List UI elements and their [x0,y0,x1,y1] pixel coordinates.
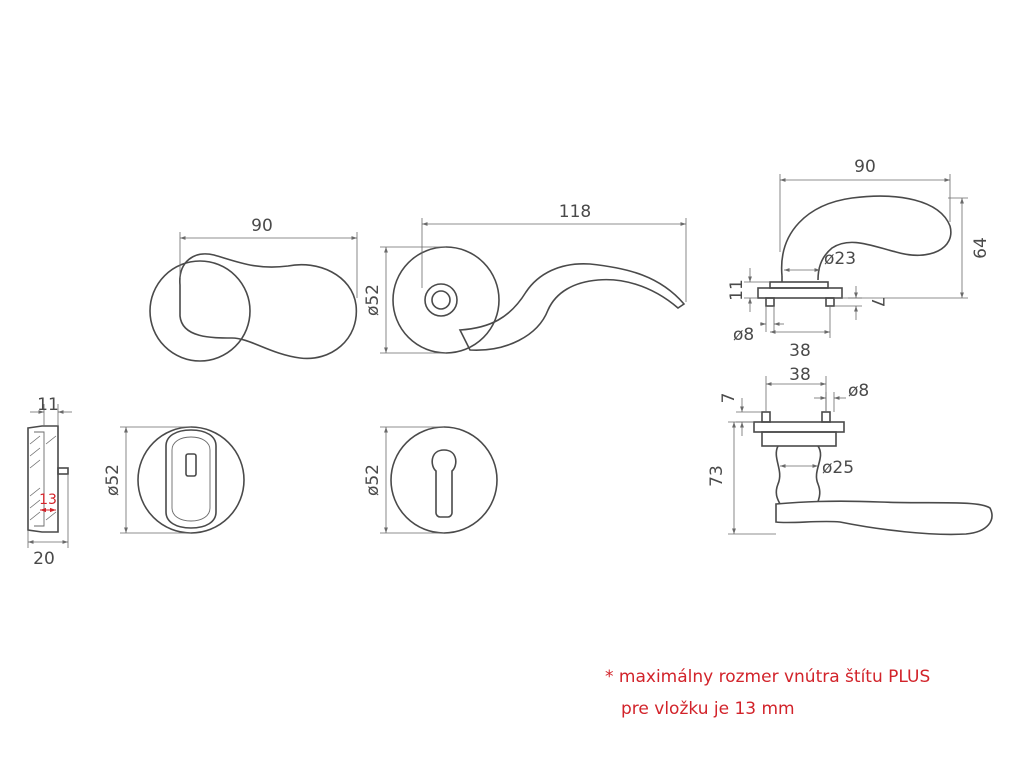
escutcheon-side-section: 11 13 20 [27,395,72,569]
security-rose-view: ø52 [103,426,245,534]
knob-front-view: 90 [149,216,358,362]
lever-side-view-bottom: 38 ø8 7 73 ø25 [707,365,993,536]
escutcheon-inner-label: 13 [39,492,57,508]
rose-dia-top-label: ø52 [363,284,383,316]
security-rose-dia-label: ø52 [103,464,123,496]
escutcheon-depth-label: 11 [37,395,59,415]
pin-height-top-label: 7 [867,297,887,308]
base-height-top-label: 11 [727,279,747,301]
cylinder-rose-dia-label: ø52 [363,464,383,496]
neck-dia-top-label: ø23 [824,249,856,269]
side-height-top-label: 64 [971,237,991,259]
lever-length-label: 118 [559,202,591,222]
side-width-top-label: 90 [854,157,876,177]
knob-width-label: 90 [251,216,273,236]
escutcheon-total-label: 20 [33,549,55,569]
lever-front-view: 118 ø52 [363,202,687,354]
pin-spacing-bottom-label: 38 [789,365,811,385]
pin-dia-bottom-label: ø8 [848,381,869,401]
cylinder-rose-view: ø52 [363,426,498,534]
footnote-line-2: pre vložku je 13 mm [621,699,795,719]
neck-dia-bottom-label: ø25 [822,458,854,478]
lever-height-bottom-label: 73 [707,465,727,487]
lever-side-view-top: 90 64 ø23 11 7 ø8 38 [727,157,991,361]
pin-dia-top-label: ø8 [733,325,754,345]
pin-height-bottom-label: 7 [719,393,739,404]
footnote-line-1: * maximálny rozmer vnútra štítu PLUS [605,667,931,687]
pin-spacing-top-label: 38 [789,341,811,361]
